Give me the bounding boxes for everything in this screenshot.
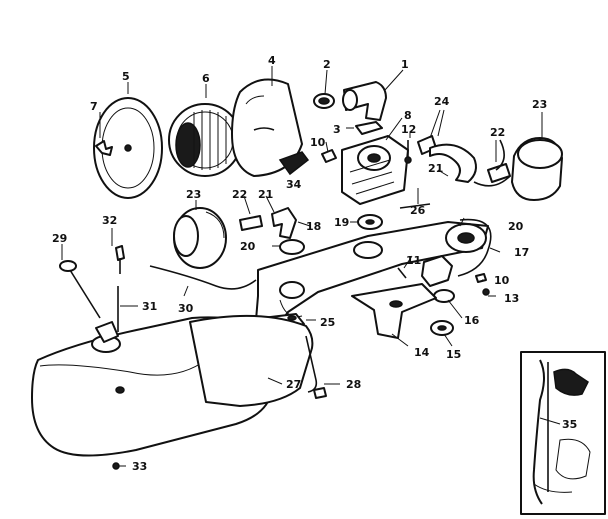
callout-23-right: 23 bbox=[532, 98, 547, 111]
pump-assembly bbox=[341, 135, 409, 205]
callout-30: 30 bbox=[178, 302, 194, 315]
bolt-11 bbox=[397, 267, 407, 279]
callout-20-right: 20 bbox=[508, 220, 524, 233]
callout-25: 25 bbox=[320, 316, 335, 329]
callout-13: 13 bbox=[504, 292, 519, 305]
coupling-right bbox=[473, 139, 511, 187]
callout-17: 17 bbox=[514, 246, 529, 259]
callout-22-right: 22 bbox=[490, 126, 505, 139]
callout-6: 6 bbox=[202, 72, 210, 85]
inset-detail bbox=[520, 351, 606, 515]
filler-cap bbox=[59, 260, 101, 319]
gasket-15 bbox=[430, 320, 454, 336]
callout-labels: 1 2 3 4 5 6 7 8 10 12 24 22 23 21 26 20 … bbox=[52, 54, 577, 473]
rod-26 bbox=[399, 203, 431, 209]
hose-clamp bbox=[313, 93, 335, 109]
callout-16: 16 bbox=[464, 314, 480, 327]
valve-16 bbox=[421, 255, 455, 303]
callout-12: 12 bbox=[401, 123, 416, 136]
tube-left bbox=[271, 207, 297, 239]
callout-27: 27 bbox=[286, 378, 301, 391]
callout-33: 33 bbox=[132, 460, 147, 473]
callout-10-upper: 10 bbox=[310, 136, 326, 149]
callout-29: 29 bbox=[52, 232, 67, 245]
callout-26: 26 bbox=[410, 204, 426, 217]
elbow-fitting bbox=[342, 81, 387, 121]
drain-plug bbox=[313, 387, 327, 399]
callout-21-right: 21 bbox=[428, 162, 443, 175]
callout-7: 7 bbox=[90, 100, 98, 113]
leader-lines bbox=[61, 66, 561, 467]
callout-4: 4 bbox=[268, 54, 276, 67]
coupling-left bbox=[239, 215, 263, 231]
fuel-tank-rear bbox=[189, 314, 318, 407]
wire-30 bbox=[149, 265, 257, 290]
tube-right bbox=[429, 143, 477, 183]
callout-15: 15 bbox=[446, 348, 461, 361]
sender-32 bbox=[115, 245, 125, 274]
callout-20-left: 20 bbox=[240, 240, 256, 253]
callout-3: 3 bbox=[333, 123, 341, 136]
callout-32: 32 bbox=[102, 214, 117, 227]
blower-housing bbox=[231, 78, 303, 177]
washer-19 bbox=[357, 214, 383, 230]
callout-5: 5 bbox=[122, 70, 130, 83]
end-cover-disc bbox=[93, 97, 163, 199]
housing-foot bbox=[278, 151, 310, 176]
callout-34: 34 bbox=[286, 178, 302, 191]
callout-23-left: 23 bbox=[186, 188, 201, 201]
bracket-plate bbox=[351, 283, 437, 339]
motor-cap-right bbox=[511, 137, 563, 201]
callout-19: 19 bbox=[334, 216, 349, 229]
callout-11: 11 bbox=[406, 254, 421, 267]
callout-2: 2 bbox=[323, 58, 331, 71]
screw-13 bbox=[482, 288, 490, 296]
callout-28: 28 bbox=[346, 378, 361, 391]
callout-18: 18 bbox=[306, 220, 321, 233]
callout-31: 31 bbox=[142, 300, 157, 313]
motor-cap-left bbox=[173, 207, 227, 269]
callout-35: 35 bbox=[562, 418, 577, 431]
callout-8: 8 bbox=[404, 109, 412, 122]
ring-20-left bbox=[279, 239, 305, 255]
callout-1: 1 bbox=[401, 58, 409, 71]
filter-element bbox=[168, 103, 242, 177]
wire-17 bbox=[457, 218, 492, 277]
gasket bbox=[355, 121, 383, 135]
callout-24: 24 bbox=[434, 95, 450, 108]
callout-14: 14 bbox=[414, 346, 430, 359]
bolt-12 bbox=[404, 140, 412, 164]
fitting-top bbox=[321, 149, 337, 163]
fitting-10-lower bbox=[475, 273, 487, 283]
callout-22-left: 22 bbox=[232, 188, 247, 201]
wing-nut bbox=[95, 140, 113, 156]
callout-10-lower: 10 bbox=[494, 274, 510, 287]
callout-21-left: 21 bbox=[258, 188, 273, 201]
